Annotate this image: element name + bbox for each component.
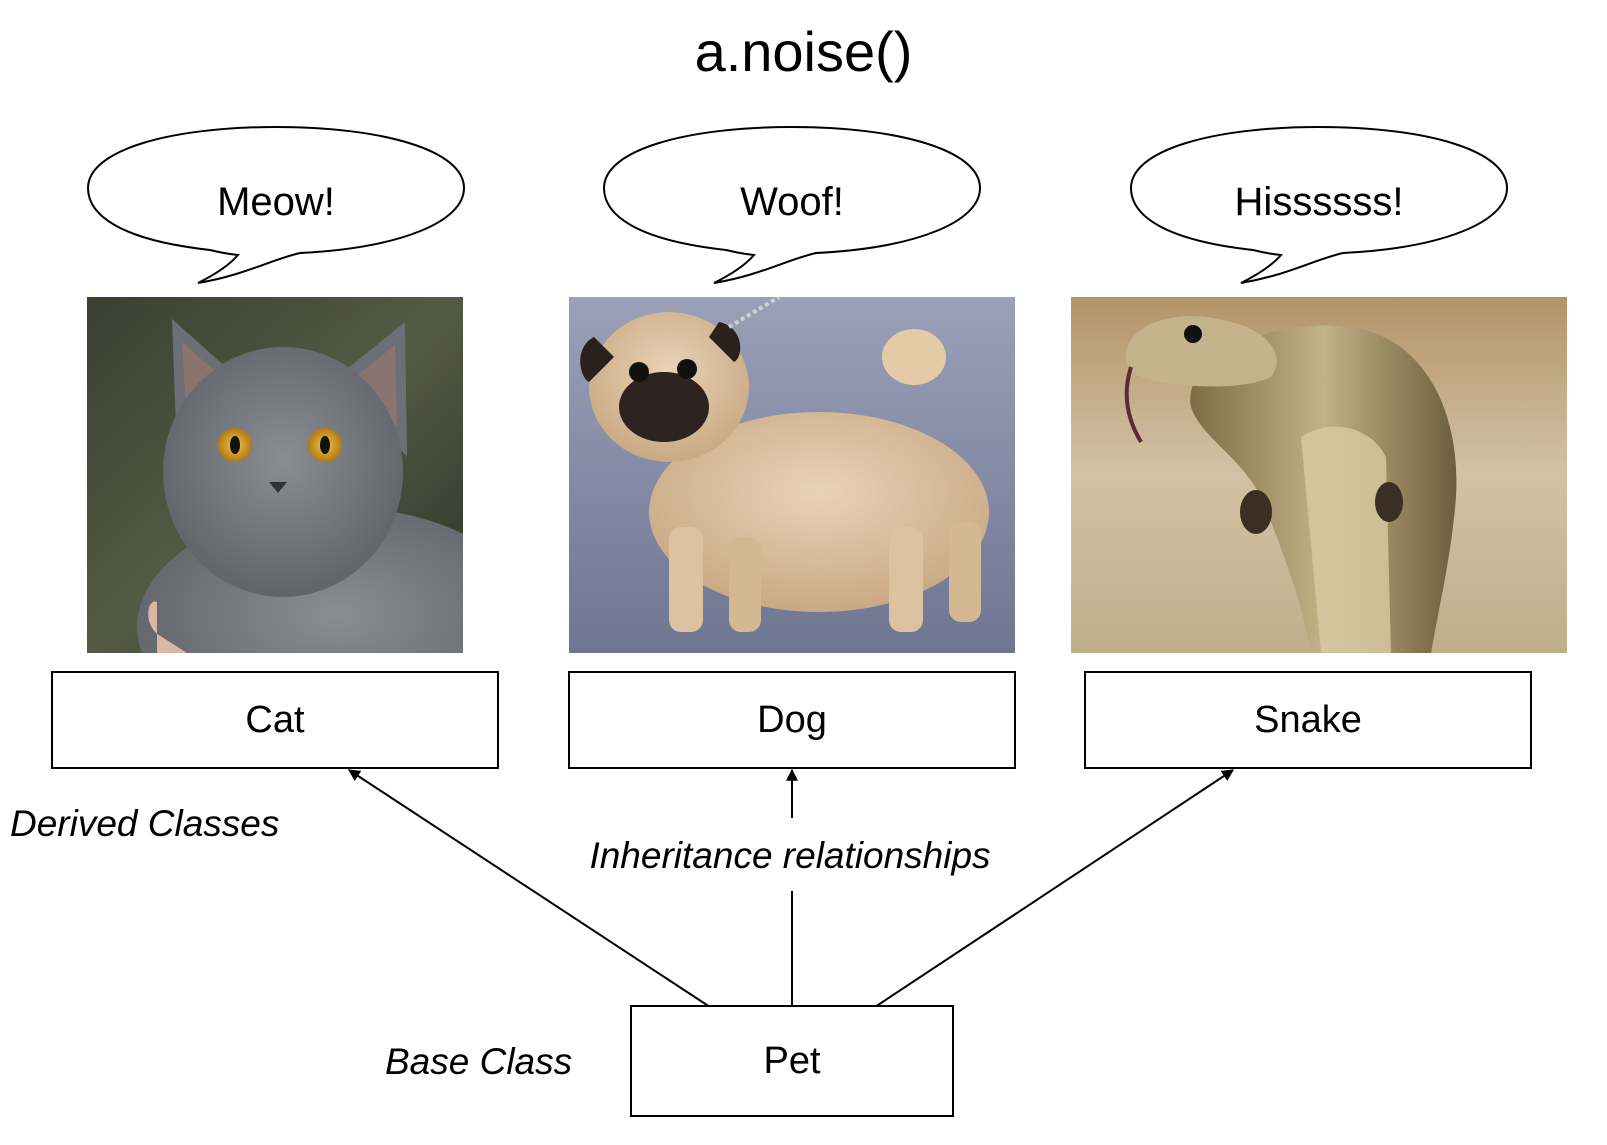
bubble-text-dog: Woof! bbox=[740, 180, 844, 224]
bubble-text-snake: Hissssss! bbox=[1234, 180, 1404, 224]
class-label-snake: Snake bbox=[1254, 698, 1362, 741]
page-title: a.noise() bbox=[694, 20, 913, 83]
cat-photo bbox=[87, 297, 463, 653]
class-label-dog: Dog bbox=[757, 698, 827, 741]
base-class-label: Base Class bbox=[385, 1041, 573, 1082]
speech-bubble-cat bbox=[86, 125, 466, 284]
class-box-snake: Snake bbox=[1084, 671, 1532, 769]
class-label-cat: Cat bbox=[245, 698, 305, 741]
arrow-pet-to-cat bbox=[347, 769, 711, 1008]
class-label-pet: Pet bbox=[763, 1039, 821, 1082]
bubble-text-cat: Meow! bbox=[217, 180, 335, 224]
pug-photo bbox=[569, 297, 1015, 653]
class-box-cat: Cat bbox=[51, 671, 499, 769]
speech-bubble-dog bbox=[602, 125, 982, 284]
derived-classes-label: Derived Classes bbox=[10, 803, 280, 844]
class-box-dog: Dog bbox=[568, 671, 1016, 769]
cobra-photo bbox=[1071, 297, 1567, 653]
class-box-pet: Pet bbox=[630, 1005, 954, 1117]
arrow-pet-to-snake bbox=[874, 769, 1235, 1008]
inheritance-relationships-label: Inheritance relationships bbox=[589, 835, 991, 876]
speech-bubble-snake bbox=[1129, 125, 1509, 284]
